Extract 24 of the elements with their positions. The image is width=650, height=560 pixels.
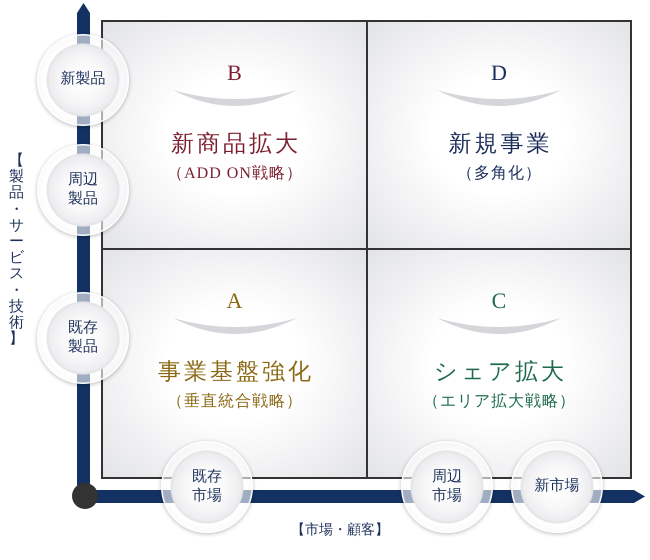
quadrant-letter: C: [492, 288, 506, 314]
axis-circle: [37, 34, 129, 126]
axis-value-label: 周辺製品: [68, 170, 98, 209]
y-axis-title: 【製品・サービス・技術】: [9, 152, 24, 348]
axis-value-label: 周辺市場: [432, 468, 462, 506]
quadrant-letter: B: [227, 60, 242, 86]
axis-circle: [37, 292, 129, 384]
axis-circle: [37, 144, 129, 236]
quadrant-subtitle: （エリア拡大戦略）: [422, 392, 576, 412]
quadrant-title: 新規事業: [448, 130, 552, 158]
axis-value-label: 新製品: [60, 70, 106, 90]
quadrant-title: 新商品拡大: [170, 130, 301, 158]
axis-value-label: 既存製品: [68, 318, 98, 357]
axis-value-label: 既存市場: [192, 468, 222, 506]
quadrant-letter: D: [491, 60, 507, 86]
axis-value-label: 新市場: [534, 477, 580, 496]
quadrant-panel: [366, 20, 632, 250]
quadrant-subtitle: （垂直統合戦略）: [166, 392, 303, 412]
quadrant-subtitle: （ADD ON戦略）: [166, 164, 303, 184]
x-axis-title: 【市場・顧客】: [291, 521, 389, 539]
quadrant-title: シェア拡大: [433, 358, 567, 386]
quadrant-letter: A: [226, 288, 242, 314]
quadrant-title: 事業基盤強化: [157, 358, 314, 386]
quadrant-subtitle: （多角化）: [456, 164, 542, 184]
